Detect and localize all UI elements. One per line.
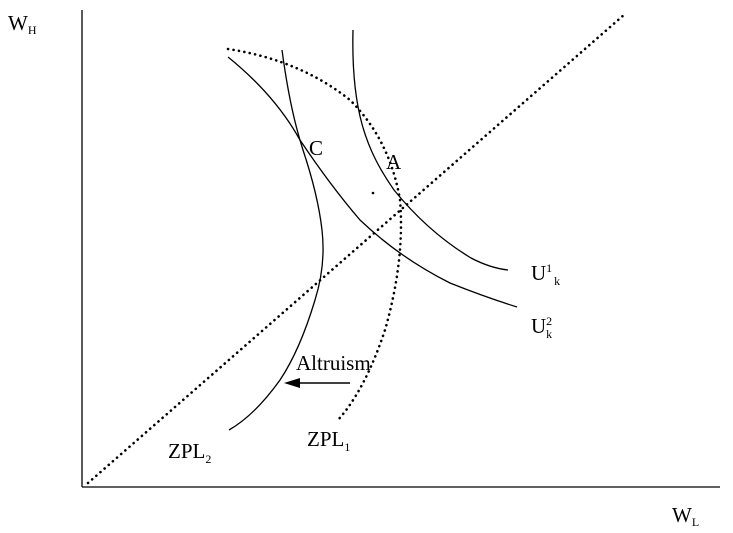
altruism-label: Altruism [296, 351, 371, 375]
zpl2-curve [228, 49, 324, 431]
point-c-label: C [309, 136, 323, 160]
y-axis-label: WH [8, 11, 37, 37]
stray-dot [371, 191, 375, 195]
zpl1-curve-label: ZPL1 [307, 427, 350, 454]
altruism-arrowhead [284, 378, 300, 388]
u2-indifference-curve [227, 56, 518, 308]
x-axis-label: WL [672, 503, 699, 529]
zpl1-curve [226, 47, 403, 422]
point-a-label: A [386, 150, 402, 174]
zpl2-curve-label: ZPL2 [168, 439, 211, 466]
u1-curve-label: U1k [531, 261, 560, 288]
forty-five-degree-line [86, 12, 627, 485]
u1-indifference-curve [352, 29, 509, 271]
